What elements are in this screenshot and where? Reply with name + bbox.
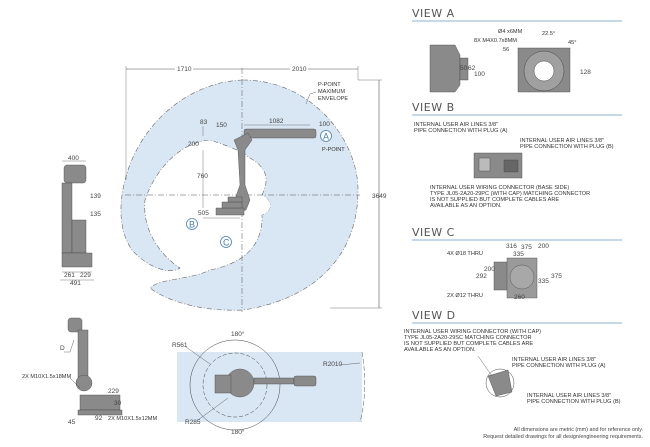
view-b: VIEW B INTERNAL USER AIR LINES 3/8" PIPE… — [412, 101, 622, 209]
view-a-tap: 8X M4X0.7x8MM — [474, 38, 517, 44]
dim-1710: 1710 — [177, 66, 192, 73]
dim-229-rear: 229 — [108, 388, 119, 395]
view-d: VIEW D INTERNAL USER WIRING CONNECTOR (W… — [404, 309, 622, 405]
dim-3649: 3649 — [372, 193, 387, 200]
view-a-side-part — [429, 44, 469, 93]
view-a-dia: Ø4 x6MM — [498, 29, 523, 35]
callout-a: A — [323, 132, 329, 142]
callout-c: C — [223, 238, 230, 248]
dim-30: 30 — [114, 400, 122, 407]
bolt-label-upper: 2X M10X1.5x18MM — [22, 374, 71, 380]
view-b-wiring-4: AVAILABLE AS AN OPTION. — [430, 203, 502, 209]
view-d-wiring-3: IS NOT SUPPLIED BUT COMPLETE CABLES ARE — [404, 341, 533, 347]
view-d-air-b-2: PIPE CONNECTION WITH PLUG (B) — [527, 399, 621, 405]
view-d-air-a-2: PIPE CONNECTION WITH PLUG (A) — [512, 363, 606, 369]
dim-92: 92 — [95, 415, 103, 422]
view-d-connector — [485, 368, 515, 398]
bottom-left-view: D 2X M10X1.5x18MM 229 30 45 92 2X M10X1.… — [22, 317, 157, 426]
dim-62: 62 — [468, 65, 476, 72]
p-point-label: P-POINT — [322, 147, 345, 153]
view-b-air-b-1: INTERNAL USER AIR LINES 3/8" — [520, 138, 604, 144]
view-d-air-a-1: INTERNAL USER AIR LINES 3/8" — [512, 357, 596, 363]
dim-375-top: 375 — [521, 244, 532, 251]
view-d-wiring-1: INTERNAL USER WIRING CONNECTOR (WITH CAP… — [404, 329, 541, 335]
footer-line-2: Request detailed drawings for all design… — [483, 434, 643, 440]
view-c-base — [493, 257, 538, 299]
top-view: 180° 180° R561 R285 R2010 — [172, 330, 366, 436]
robot-top-silhouette — [214, 368, 317, 398]
view-b-wiring-2: TYPE JL05-2A20-29PC (WITH CAP) MATCHING … — [430, 191, 590, 197]
dim-316: 316 — [506, 243, 517, 250]
view-d-title: VIEW D — [412, 309, 456, 322]
dim-2010: 2010 — [292, 66, 307, 73]
dim-100-a: 100 — [474, 71, 485, 78]
view-a-title: VIEW A — [412, 7, 455, 20]
callout-b: B — [189, 220, 195, 230]
dim-491: 491 — [70, 280, 81, 287]
view-c-title: VIEW C — [412, 226, 455, 239]
view-c-holes2: 2X Ø12 THRU — [447, 293, 483, 299]
dim-229-side: 229 — [80, 272, 91, 279]
top-view-envelope — [177, 352, 362, 422]
view-a-face — [517, 47, 571, 93]
dim-50: 50 — [460, 65, 468, 72]
view-b-wiring-3: IS NOT SUPPLIED BUT COMPLETE CABLES ARE — [430, 197, 559, 203]
robot-side-silhouette — [215, 128, 317, 216]
view-b-air-a-2: PIPE CONNECTION WITH PLUG (A) — [414, 128, 508, 134]
view-d-air-b-1: INTERNAL USER AIR LINES 3/8" — [527, 393, 611, 399]
dim-335-right: 335 — [538, 278, 549, 285]
dim-139: 139 — [90, 193, 101, 200]
dim-128: 128 — [580, 69, 591, 76]
view-a-56: 56 — [503, 47, 509, 53]
footer-line-1: All dimensions are metric (mm) and for r… — [514, 427, 643, 433]
dim-135: 135 — [90, 211, 101, 218]
view-a-angle-22: 22.5° — [542, 31, 555, 37]
view-a-angle-45: 45° — [568, 40, 576, 46]
dim-45: 45 — [68, 419, 76, 426]
view-b-panel — [473, 152, 523, 179]
view-c: VIEW C 4X Ø18 THRU 2X Ø12 THRU 316 375 2… — [412, 226, 622, 301]
view-b-air-a-1: INTERNAL USER AIR LINES 3/8" — [414, 122, 498, 128]
angle-bottom: 180° — [231, 428, 245, 436]
callout-d: D — [60, 345, 65, 352]
view-c-holes4: 4X Ø18 THRU — [447, 251, 483, 257]
dim-100: 100 — [319, 121, 330, 128]
dim-335-top: 335 — [513, 251, 524, 258]
view-a: VIEW A 50 62 100 Ø4 x6MM 8X M4X0.7x8MM 5… — [412, 7, 622, 93]
dim-200: 200 — [188, 141, 199, 148]
robot-rear-silhouette — [67, 317, 123, 416]
angle-top: 180° — [231, 330, 245, 338]
dim-400: 400 — [68, 155, 79, 162]
side-view: 400 139 135 261 229 491 — [60, 155, 101, 287]
main-view: 1710 2010 3649 P-POINT MAXIMUM ENVELOPE … — [120, 65, 387, 312]
radius-2010: R2010 — [323, 361, 343, 368]
view-d-wiring-4: AVAILABLE AS AN OPTION. — [404, 347, 476, 353]
view-b-title: VIEW B — [412, 101, 455, 114]
dim-200-left: 200 — [484, 266, 495, 273]
view-b-wiring-1: INTERNAL USER WIRING CONNECTOR (BASE SID… — [430, 185, 569, 191]
envelope-label-2: MAXIMUM — [318, 89, 345, 95]
dim-375-right: 375 — [551, 273, 562, 280]
dim-150: 150 — [216, 122, 227, 129]
dim-261: 261 — [64, 272, 75, 279]
dim-260: 260 — [514, 294, 525, 301]
radius-561: R561 — [172, 342, 188, 349]
envelope-label-3: ENVELOPE — [318, 96, 348, 102]
dim-200-right: 200 — [538, 243, 549, 250]
envelope-label-1: P-POINT — [318, 82, 341, 88]
dim-760: 760 — [197, 173, 208, 180]
dim-505: 505 — [198, 210, 209, 217]
robot-front-silhouette — [61, 164, 93, 268]
dim-1082: 1082 — [269, 118, 284, 125]
dim-83: 83 — [200, 119, 208, 126]
bolt-label-lower: 2X M10X1.5x12MM — [108, 416, 157, 422]
view-b-air-b-2: PIPE CONNECTION WITH PLUG (B) — [520, 144, 614, 150]
radius-285: R285 — [185, 419, 201, 426]
dim-292: 292 — [476, 273, 487, 280]
view-d-wiring-2: TYPE JL05-2A20-29SC MATCHING CONNECTOR — [404, 335, 532, 341]
